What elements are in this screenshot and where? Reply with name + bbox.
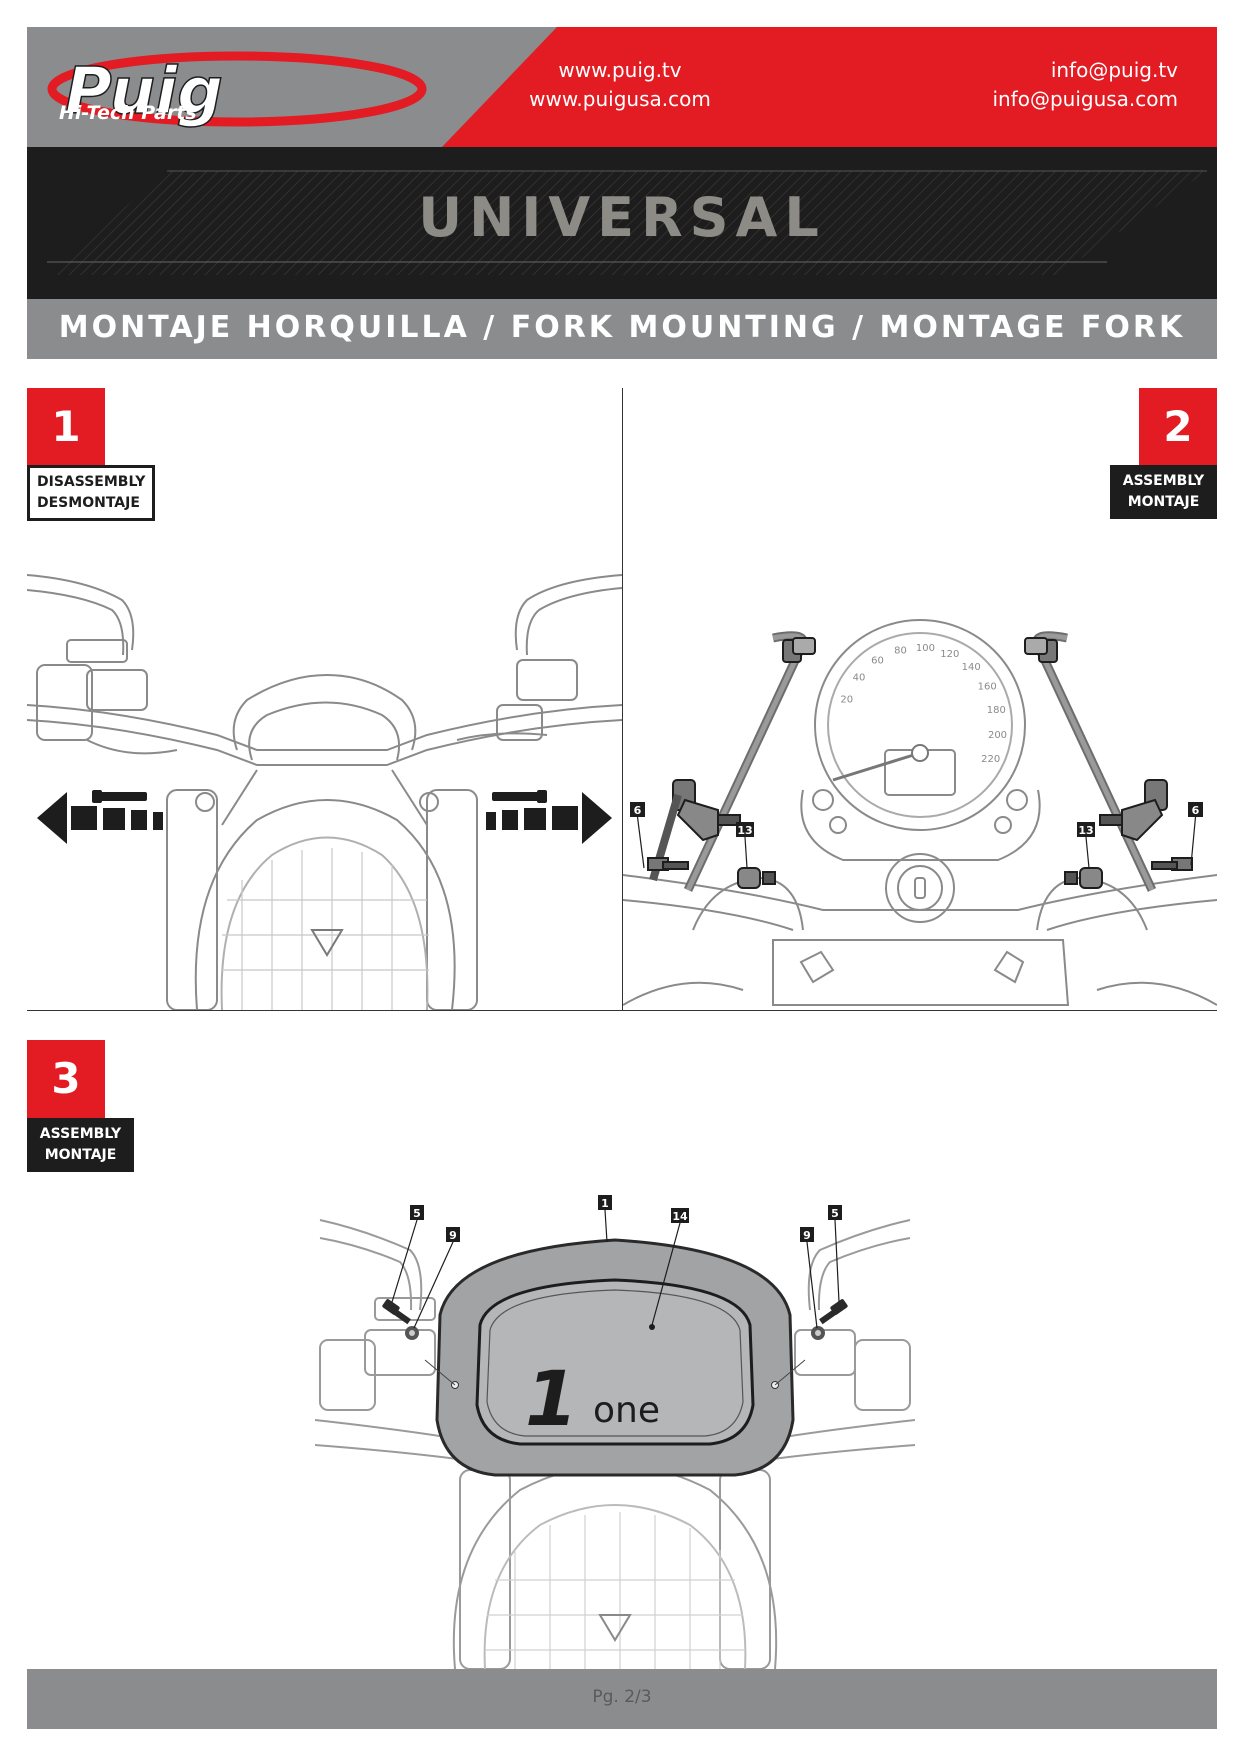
title-band-hatching	[47, 170, 1207, 275]
email-link-1[interactable]: info@puig.tv	[1050, 58, 1178, 82]
speedo-tick-label: 160	[978, 681, 997, 692]
speedo-tick-label: 120	[940, 649, 959, 660]
callout-1: 1	[601, 1197, 609, 1210]
header-banner: Puig Hi-Tech Parts	[27, 27, 1217, 147]
windscreen-logo-text: one	[593, 1390, 660, 1431]
callout-5-right: 5	[831, 1207, 839, 1220]
step-2-label: ASSEMBLY MONTAJE	[1110, 465, 1217, 519]
step-3-callouts: 5 9 1 14 9 5	[391, 1195, 842, 1330]
panel-divider	[622, 388, 623, 1010]
brand-tagline: Hi-Tech Parts	[59, 102, 197, 124]
page-number: Pg. 2/3	[592, 1687, 652, 1707]
step-3-label-line2: MONTAJE	[44, 1147, 117, 1163]
step-3-label: ASSEMBLY MONTAJE	[27, 1118, 134, 1172]
speedo-tick-label: 140	[962, 662, 981, 673]
callout-6-left: 6	[634, 804, 642, 817]
page-title: UNIVERSAL	[418, 186, 826, 249]
page-subtitle: MONTAJE HORQUILLA / FORK MOUNTING / MONT…	[58, 310, 1186, 345]
subtitle-band	[27, 299, 1217, 359]
callout-9-right: 9	[803, 1229, 811, 1242]
callout-box	[800, 1227, 814, 1242]
header-background: Puig Hi-Tech Parts	[27, 27, 1217, 147]
speedo-tick-label: 220	[981, 754, 1000, 765]
callout-14: 14	[672, 1210, 688, 1223]
callout-box	[828, 1205, 842, 1220]
step-1-number: 1	[27, 388, 105, 466]
callout-5-left: 5	[413, 1207, 421, 1220]
callout-9-left: 9	[449, 1229, 457, 1242]
callout-box	[671, 1208, 689, 1223]
step-3-number: 3	[27, 1040, 105, 1118]
footer-bar	[27, 1669, 1217, 1729]
callout-13-left: 13	[737, 824, 752, 837]
step-1-label-line2: DESMONTAJE	[37, 495, 140, 511]
step-2-label-line1: ASSEMBLY	[1122, 473, 1205, 489]
speedometer-dial	[814, 619, 1026, 831]
callout-box	[1188, 802, 1203, 817]
email-link-2[interactable]: info@puigusa.com	[992, 87, 1178, 111]
logo-swoosh	[47, 51, 427, 127]
website-link-2[interactable]: www.puigusa.com	[529, 87, 711, 111]
callout-13-right: 13	[1078, 824, 1093, 837]
speedo-tick-label: 100	[916, 643, 935, 654]
speedo-tick-label: 20	[840, 694, 853, 705]
step-3-illustration: 1 one 5 9 1 14 9 5	[315, 1195, 915, 1669]
callout-box	[1077, 822, 1095, 837]
speedo-tick-label: 40	[853, 672, 866, 683]
step-3-label-line1: ASSEMBLY	[39, 1126, 122, 1142]
website-links: www.puig.tv www.puigusa.com	[520, 56, 720, 114]
speedo-tick-label: 80	[894, 646, 907, 657]
windscreen-logo-number: 1	[525, 1354, 578, 1443]
callout-box	[630, 802, 645, 817]
brand-logo: Puig	[65, 55, 223, 129]
speedo-tick-label: 200	[988, 730, 1007, 741]
panel-baseline	[27, 1010, 1217, 1011]
step-1-label-line1: DISASSEMBLY	[37, 474, 146, 490]
callout-box	[446, 1227, 460, 1242]
step-2-callouts: 6 13 13 6	[630, 802, 1203, 869]
title-band	[27, 147, 1217, 299]
arrow-left-icon	[37, 792, 163, 844]
callout-box	[736, 822, 754, 837]
step-1-label: DISASSEMBLY DESMONTAJE	[27, 465, 156, 521]
step-2-label-line2: MONTAJE	[1127, 494, 1200, 510]
website-link-1[interactable]: www.puig.tv	[558, 58, 682, 82]
speedo-tick-label: 180	[987, 705, 1006, 716]
arrow-right-icon	[486, 792, 612, 844]
step-1-illustration	[27, 574, 622, 1010]
email-links: info@puig.tv info@puigusa.com	[900, 56, 1178, 114]
callout-box	[410, 1205, 424, 1220]
callout-6-right: 6	[1192, 804, 1200, 817]
callout-box	[598, 1195, 612, 1210]
speedo-tick-label: 60	[871, 656, 884, 667]
step-2-number: 2	[1139, 388, 1217, 466]
